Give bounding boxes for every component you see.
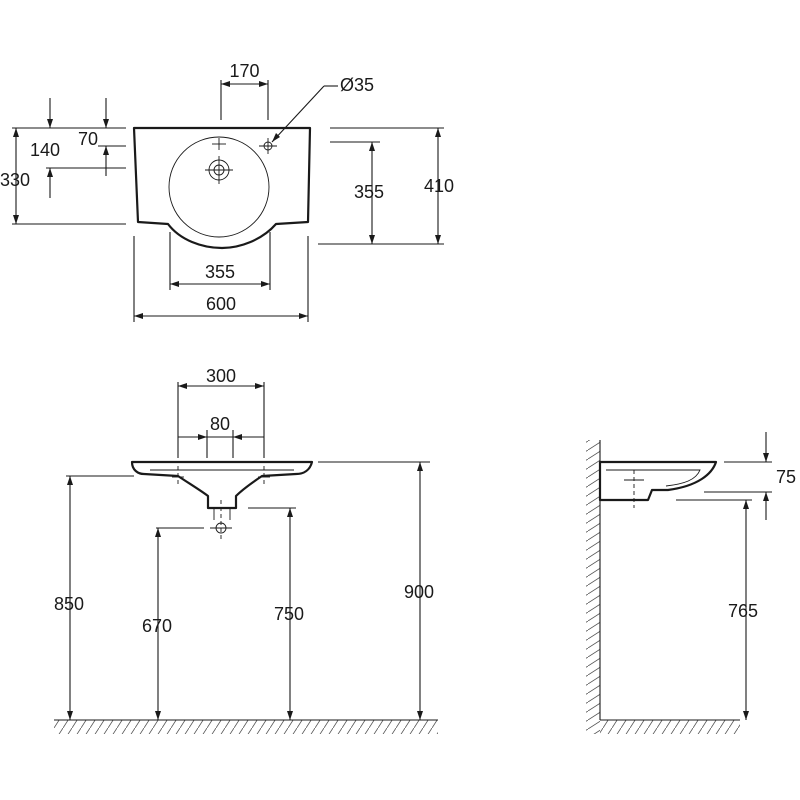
dim-total-width: 600 xyxy=(206,294,236,314)
side-basin-outline xyxy=(598,460,718,502)
dim-waste-spacing: 80 xyxy=(210,414,230,434)
wall-hatch xyxy=(586,440,600,734)
side-floor-hatch xyxy=(600,720,740,734)
dim-hole-diameter: Ø35 xyxy=(340,75,374,95)
dim-bracket-spacing: 300 xyxy=(206,366,236,386)
plan-bowl xyxy=(168,136,270,238)
dim-underside-height: 750 xyxy=(274,604,304,624)
dim-top-height: 900 xyxy=(404,582,434,602)
side-view: 75 765 xyxy=(586,432,796,734)
dim-depth: 330 xyxy=(0,170,30,190)
front-view: 300 80 850 670 750 900 xyxy=(54,366,438,734)
dim-bowl-centre-depth: 140 xyxy=(30,140,60,160)
dim-tap-offset: 70 xyxy=(78,129,98,149)
dim-waste-height: 670 xyxy=(142,616,172,636)
dim-hole-spacing: 170 xyxy=(229,61,259,81)
floor-hatch xyxy=(54,720,438,734)
plan-basin-outline xyxy=(132,126,312,250)
plan-view: 170 Ø35 70 140 330 355 xyxy=(0,61,454,322)
dim-rim-height: 850 xyxy=(54,594,84,614)
dim-bowl-width: 355 xyxy=(205,262,235,282)
dim-basin-height: 75 xyxy=(776,467,796,487)
front-basin-outline xyxy=(130,460,314,510)
dim-bowl-depth: 355 xyxy=(354,182,384,202)
dim-side-underside-height: 765 xyxy=(728,601,758,621)
dim-total-depth: 410 xyxy=(424,176,454,196)
